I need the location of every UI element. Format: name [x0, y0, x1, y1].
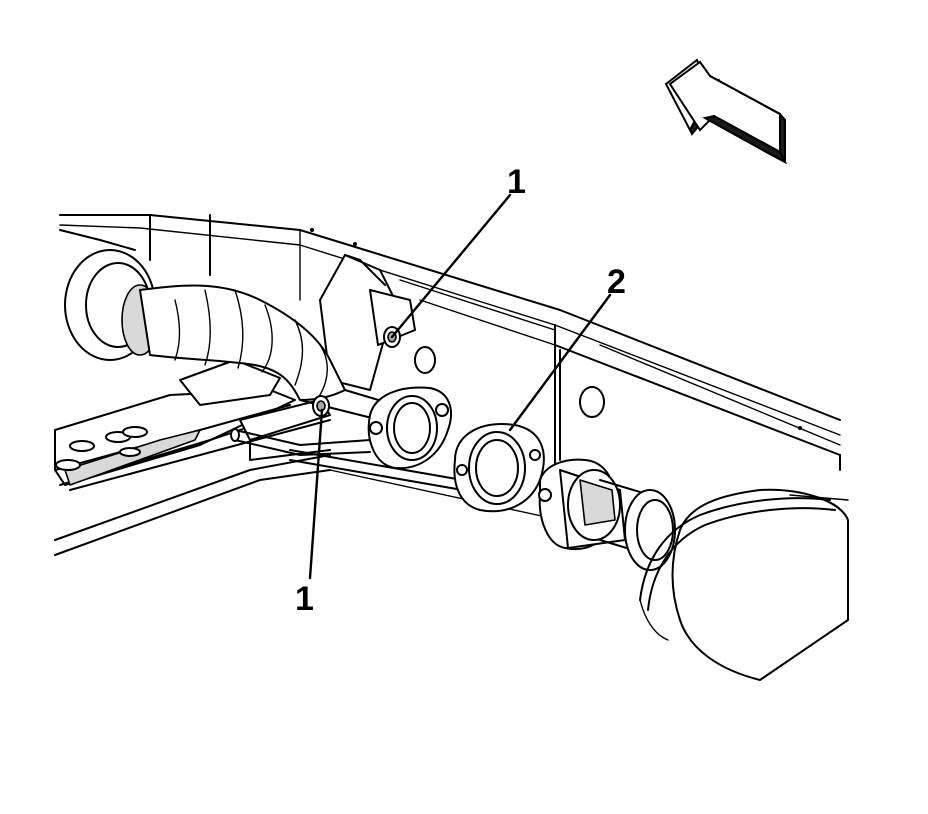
- pipe-flange: [367, 386, 452, 470]
- vehicle-frame: [59, 214, 841, 471]
- gasket: [453, 423, 545, 513]
- leader-callout-1-top: [390, 193, 512, 339]
- leader-callout-1-bottom: [308, 408, 324, 580]
- callout-1-top: 1: [507, 163, 526, 201]
- catalytic-converter: [64, 249, 159, 361]
- exhaust-pipe: [139, 284, 396, 421]
- leader-lines: [308, 193, 612, 580]
- callout-2: 2: [607, 263, 626, 301]
- cross-member: [54, 359, 561, 556]
- callout-1-bottom: 1: [295, 580, 314, 618]
- front-of-vehicle-arrow: [664, 58, 788, 165]
- hanger-bracket: [319, 254, 416, 391]
- leader-callout-2: [508, 293, 612, 432]
- muffler-flange: [538, 458, 651, 556]
- muffler: [624, 488, 849, 681]
